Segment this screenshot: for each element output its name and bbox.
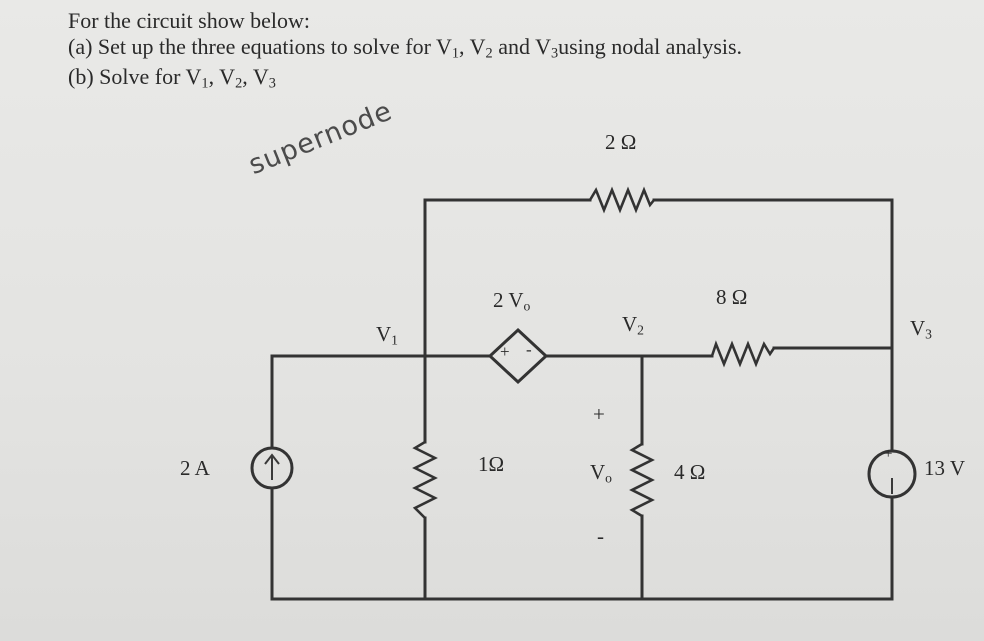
part-b-sub3: 3: [268, 75, 276, 92]
resistor-4ohm: [629, 442, 655, 518]
dependent-source-diamond: [487, 327, 549, 385]
vo-main: V: [590, 460, 606, 484]
part-a-suffix: using nodal analysis.: [558, 34, 743, 59]
voltage-source-plus: +: [884, 446, 893, 462]
node-v3-sub: 3: [925, 326, 932, 342]
part-a-sub1: 1: [451, 45, 460, 62]
node-v3-main: V: [910, 316, 926, 340]
dep-source-plus: +: [500, 342, 510, 361]
resistor-2ohm: [588, 186, 656, 214]
part-a-mid1: , V: [459, 34, 486, 59]
label-node-v2: V2: [622, 312, 644, 338]
vo-minus: -: [597, 524, 604, 548]
part-a-sub3: 3: [550, 45, 559, 62]
wire-top: [423, 198, 894, 358]
label-vo: Vo: [590, 460, 612, 486]
current-source-arrow: [264, 453, 280, 480]
label-node-v1: V1: [376, 322, 398, 348]
resistor-8ohm: [710, 340, 776, 368]
dep-source-main: 2 V: [493, 288, 524, 312]
dep-source-minus: -: [526, 340, 532, 359]
label-r-left: 1Ω: [478, 452, 505, 476]
part-a-sub2: 2: [485, 45, 493, 62]
part-a-mid2: and V: [492, 34, 551, 59]
part-b-text: (b) Solve for V: [68, 64, 202, 89]
label-node-v3: V3: [910, 316, 932, 342]
wire-8ohm-to-v3: [772, 346, 894, 452]
part-b-sub1: 1: [201, 75, 209, 92]
question-part-b: (b) Solve for V1, V2, V3: [68, 64, 276, 93]
label-r-top: 2 Ω: [605, 130, 637, 154]
label-r-right: 8 Ω: [716, 285, 748, 309]
dep-source-sub: o: [523, 298, 531, 314]
part-b-sub2: 2: [235, 75, 243, 92]
resistor-1ohm: [412, 440, 438, 519]
question-part-a: (a) Set up the three equations to solve …: [68, 34, 742, 63]
node-v1-sub: 1: [391, 332, 398, 348]
node-v2-sub: 2: [637, 322, 644, 338]
current-source-circle: [250, 446, 294, 490]
vo-sub: o: [605, 470, 612, 486]
node-v2-main: V: [622, 312, 638, 336]
node-v1-main: V: [376, 322, 392, 346]
part-a-text: (a) Set up the three equations to solve …: [68, 34, 452, 59]
part-b-mid2: , V: [242, 64, 269, 89]
wire-left-column: [270, 354, 492, 601]
label-r-mid: 4 Ω: [674, 460, 706, 484]
question-title: For the circuit show below:: [68, 8, 310, 33]
part-b-mid1: , V: [208, 64, 236, 89]
label-current-source: 2 A: [180, 456, 210, 480]
voltage-source-circle: [867, 449, 917, 499]
vo-plus: +: [593, 402, 605, 426]
label-dependent-source: 2 Vo: [493, 288, 530, 314]
label-voltage-source: 13 V: [924, 456, 966, 480]
